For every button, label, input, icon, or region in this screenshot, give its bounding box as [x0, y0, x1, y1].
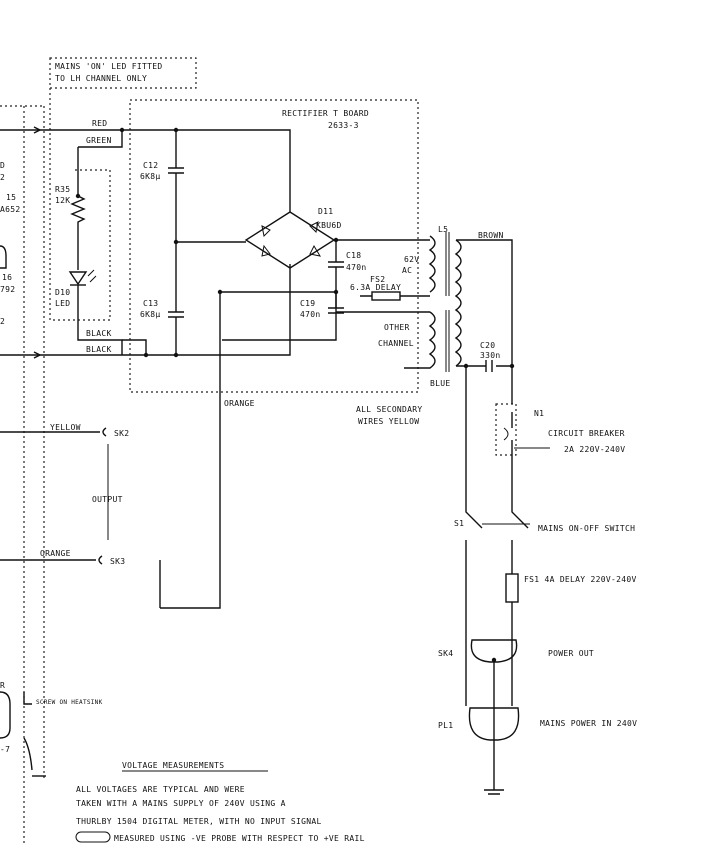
sk3-label: SK3	[110, 557, 125, 566]
svg-text:2: 2	[0, 173, 5, 182]
c19-name: C19	[300, 299, 315, 308]
d11-value: KBU6D	[316, 221, 342, 230]
d10-name: D10	[55, 288, 70, 297]
wire-yellow: YELLOW	[50, 423, 81, 432]
wire-orange: ORANGE	[224, 399, 255, 408]
board-part: 2633-3	[328, 121, 359, 130]
ac-unit: AC	[402, 266, 412, 275]
board-outlines	[0, 57, 517, 844]
ac-volts: 62V	[404, 255, 419, 264]
heatsink-label: SCREW ON HEATSINK	[36, 699, 103, 706]
breaker-rating: 2A 220V-240V	[564, 445, 625, 454]
sk4-label: SK4	[438, 649, 453, 658]
r35-value: 12K	[55, 196, 70, 205]
mains-in-label: MAINS POWER IN 240V	[540, 719, 637, 728]
fs2-name: FS2	[370, 275, 385, 284]
junction-dots	[75, 127, 515, 663]
power-out-label: POWER OUT	[548, 649, 594, 658]
voltage-line-3: THURLBY 1504 DIGITAL METER, WITH NO INPU…	[76, 817, 322, 826]
c13-value: 6K8µ	[140, 310, 160, 319]
note-line-2: TO LH CHANNEL ONLY	[55, 74, 147, 83]
svg-text:2: 2	[0, 317, 5, 326]
transformer-label: L5	[438, 225, 448, 234]
wiring	[0, 126, 550, 795]
svg-text:792: 792	[0, 285, 15, 294]
board-title: RECTIFIER T BOARD	[282, 109, 369, 118]
sk2-label: SK2	[114, 429, 129, 438]
wire-black-1: BLACK	[86, 329, 112, 338]
other-channel-1: OTHER	[384, 323, 410, 332]
voltage-line-1: ALL VOLTAGES ARE TYPICAL AND WERE	[76, 785, 245, 794]
probe-symbol	[75, 831, 111, 843]
c13-name: C13	[143, 299, 158, 308]
svg-text:-7: -7	[0, 745, 10, 754]
c20-name: C20	[480, 341, 495, 350]
output-label: OUTPUT	[92, 495, 123, 504]
mains-switch-label: MAINS ON-OFF SWITCH	[538, 524, 635, 533]
other-channel-2: CHANNEL	[378, 339, 414, 348]
r35-name: R35	[55, 185, 70, 194]
c18-value: 470n	[346, 263, 366, 272]
voltage-line-2: TAKEN WITH A MAINS SUPPLY OF 240V USING …	[76, 799, 286, 808]
wire-green: GREEN	[86, 136, 112, 145]
note-line-1: MAINS 'ON' LED FITTED	[55, 62, 162, 71]
s1-label: S1	[454, 519, 464, 528]
secondary-line-1: ALL SECONDARY	[356, 405, 423, 414]
fs1-label: FS1 4A DELAY 220V-240V	[524, 575, 637, 584]
c12-name: C12	[143, 161, 158, 170]
svg-text:R: R	[0, 681, 5, 690]
svg-text:D: D	[0, 161, 5, 170]
left-cut-labels: D 2 15 A652 16 792 2 R -7	[0, 161, 20, 754]
c19-value: 470n	[300, 310, 320, 319]
wire-brown: BROWN	[478, 231, 504, 240]
voltage-line-4: MEASURED USING -VE PROBE WITH RESPECT TO…	[114, 834, 365, 843]
wire-red: RED	[92, 119, 107, 128]
secondary-line-2: WIRES YELLOW	[358, 417, 419, 426]
pl1-label: PL1	[438, 721, 453, 730]
wire-orange-out: ORANGE	[40, 549, 71, 558]
d11-name: D11	[318, 207, 333, 216]
voltage-title: VOLTAGE MEASUREMENTS	[122, 761, 224, 770]
c20-value: 330n	[480, 351, 500, 360]
svg-text:15: 15	[6, 193, 16, 202]
d10-value: LED	[55, 299, 70, 308]
wire-blue: BLUE	[430, 379, 450, 388]
c18-name: C18	[346, 251, 361, 260]
fs2-value: 6.3A DELAY	[350, 283, 401, 292]
svg-text:16: 16	[2, 273, 12, 282]
wire-black-2: BLACK	[86, 345, 112, 354]
svg-text:A652: A652	[0, 205, 20, 214]
c12-value: 6K8µ	[140, 172, 160, 181]
n1-label: N1	[534, 409, 544, 418]
breaker-title: CIRCUIT BREAKER	[548, 429, 625, 438]
